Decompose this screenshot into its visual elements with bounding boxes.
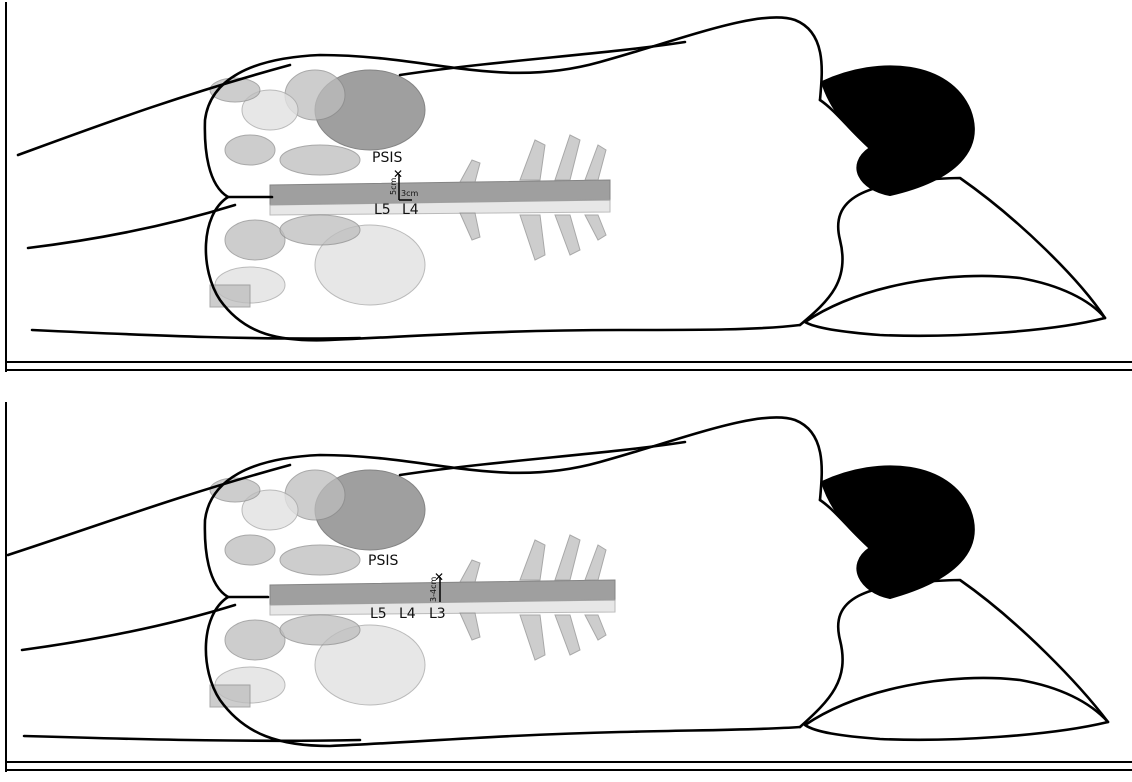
vertebra-label-l3: L3	[429, 606, 446, 622]
arm-pillow-outline	[800, 580, 1108, 727]
vertebra-label-l5: L5	[374, 202, 391, 218]
vertebra-label-l4: L4	[402, 202, 419, 218]
left-leg-lower-outline	[28, 205, 235, 248]
diagram-panel-top: PSIS ✕ 5cm 3cm L5 L4	[0, 0, 1132, 385]
waist-line-outline	[400, 42, 685, 75]
vertical-distance-label: 3-4cm	[429, 577, 438, 602]
pillow-outline	[805, 678, 1108, 740]
right-leg-outline	[24, 736, 360, 741]
vertebra-label-l5: L5	[370, 606, 387, 622]
prone-body-figure-top: PSIS ✕ 5cm 3cm L5 L4	[0, 0, 1132, 385]
psis-label: PSIS	[368, 553, 398, 569]
prone-body-figure-bottom: PSIS ✕ 3-4cm L5 L4 L3	[0, 400, 1132, 782]
pillow-outline	[805, 276, 1105, 336]
head-shape	[822, 66, 974, 195]
vertebra-label-l4: L4	[399, 606, 416, 622]
right-leg-outline	[32, 330, 360, 339]
head-shape	[822, 466, 974, 598]
horizontal-distance-label: 3cm	[401, 189, 418, 198]
vertical-distance-label: 5cm	[389, 178, 398, 195]
waist-line-outline	[400, 442, 685, 475]
pelvis-spine-illustration	[210, 470, 615, 707]
psis-label: PSIS	[372, 150, 402, 166]
arm-pillow-outline	[800, 178, 1105, 325]
diagram-panel-bottom: PSIS ✕ 3-4cm L5 L4 L3	[0, 400, 1132, 782]
left-leg-lower-outline	[22, 605, 235, 650]
